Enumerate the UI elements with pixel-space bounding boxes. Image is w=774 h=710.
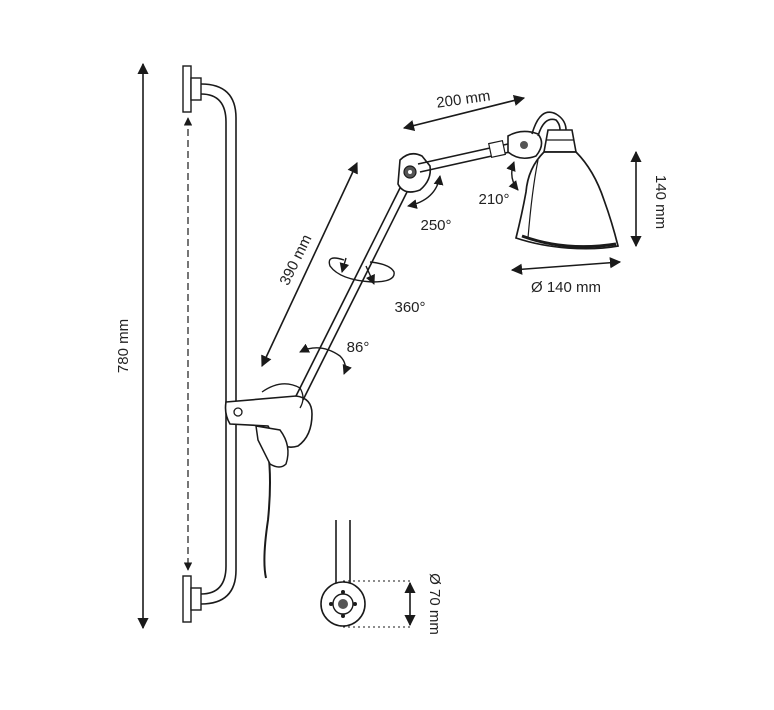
height-total-label: 780 mm [115, 319, 132, 373]
angle-base-annotation: 86° [299, 339, 370, 375]
wall-rail [182, 65, 271, 623]
angle-rotation-annotation: 360° [328, 257, 426, 316]
arm-lower-dimension: 200 mm [402, 87, 526, 131]
short-arm [417, 139, 511, 173]
angle-base-label: 86° [347, 339, 370, 356]
shade-height-dimension: 140 mm [630, 150, 669, 248]
height-dimension: 780 mm [115, 62, 149, 630]
angle-shade-label: 210° [478, 191, 509, 208]
wall-base-detail: Ø 70 mm [320, 520, 443, 635]
shade-diameter-label: Ø 140 mm [531, 279, 601, 296]
shade-joint [507, 130, 543, 160]
elbow-joint [397, 152, 432, 193]
upper-arm [295, 179, 412, 401]
angle-elbow-label: 250° [420, 217, 451, 234]
arm-upper-dimension: 390 mm [261, 161, 358, 368]
shade-diameter-dimension: Ø 140 mm [510, 257, 622, 296]
angle-elbow-annotation: 250° [407, 175, 452, 234]
shade-height-label: 140 mm [652, 175, 669, 229]
arm-upper-label: 390 mm [276, 232, 315, 288]
angle-rotation-label: 360° [394, 299, 425, 316]
angle-shade-annotation: 210° [478, 161, 519, 208]
base-diameter-label: Ø 70 mm [426, 573, 443, 635]
rail-clamp [224, 383, 313, 468]
lamp-shade [514, 111, 620, 250]
